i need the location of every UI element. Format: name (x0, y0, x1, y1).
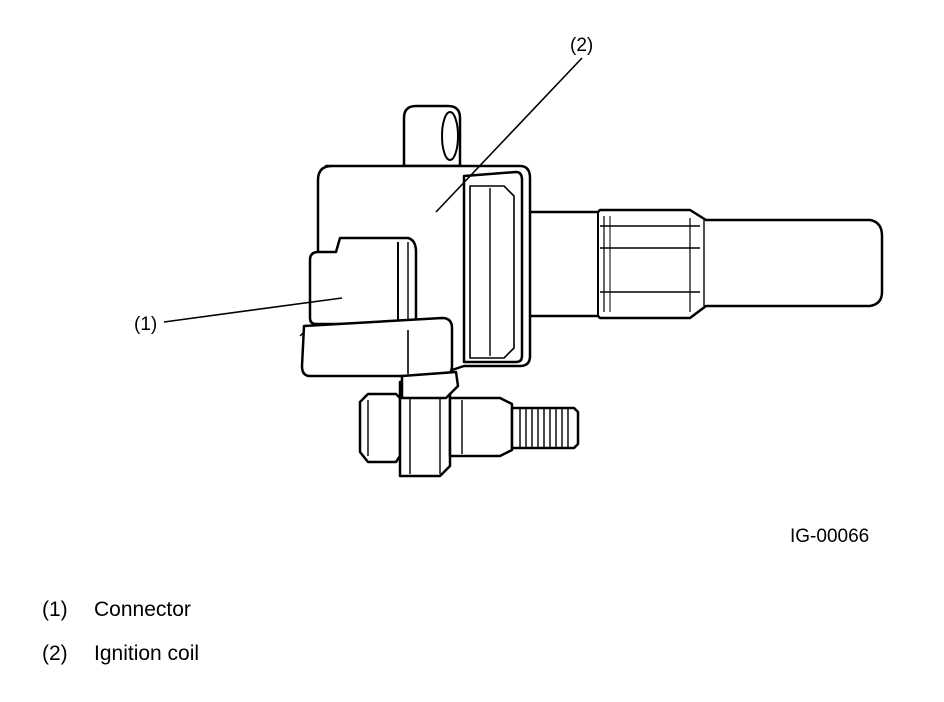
legend-number: (2) (42, 642, 68, 665)
legend-label: Connector (94, 598, 191, 621)
coil-boot (518, 208, 884, 320)
ignition-coil-body (316, 164, 532, 372)
legend: (1) Connector (2) Ignition coil (42, 598, 199, 686)
ignition-coil-diagram (163, 57, 884, 478)
legend-number: (1) (42, 598, 68, 621)
legend-item-ignition-coil: (2) Ignition coil (42, 642, 199, 686)
connector (299, 236, 454, 378)
mount-boss (402, 104, 462, 168)
coil-bracket (400, 370, 460, 400)
figure-id: IG-00066 (790, 526, 870, 547)
legend-item-connector: (1) Connector (42, 598, 199, 642)
leader-line-connector (163, 297, 343, 323)
leader-line-ignition-coil (435, 57, 583, 213)
legend-label: Ignition coil (94, 642, 200, 665)
callout-ignition-coil: (2) (570, 35, 594, 56)
mounting-bolt (358, 380, 580, 478)
callout-connector: (1) (134, 314, 158, 335)
